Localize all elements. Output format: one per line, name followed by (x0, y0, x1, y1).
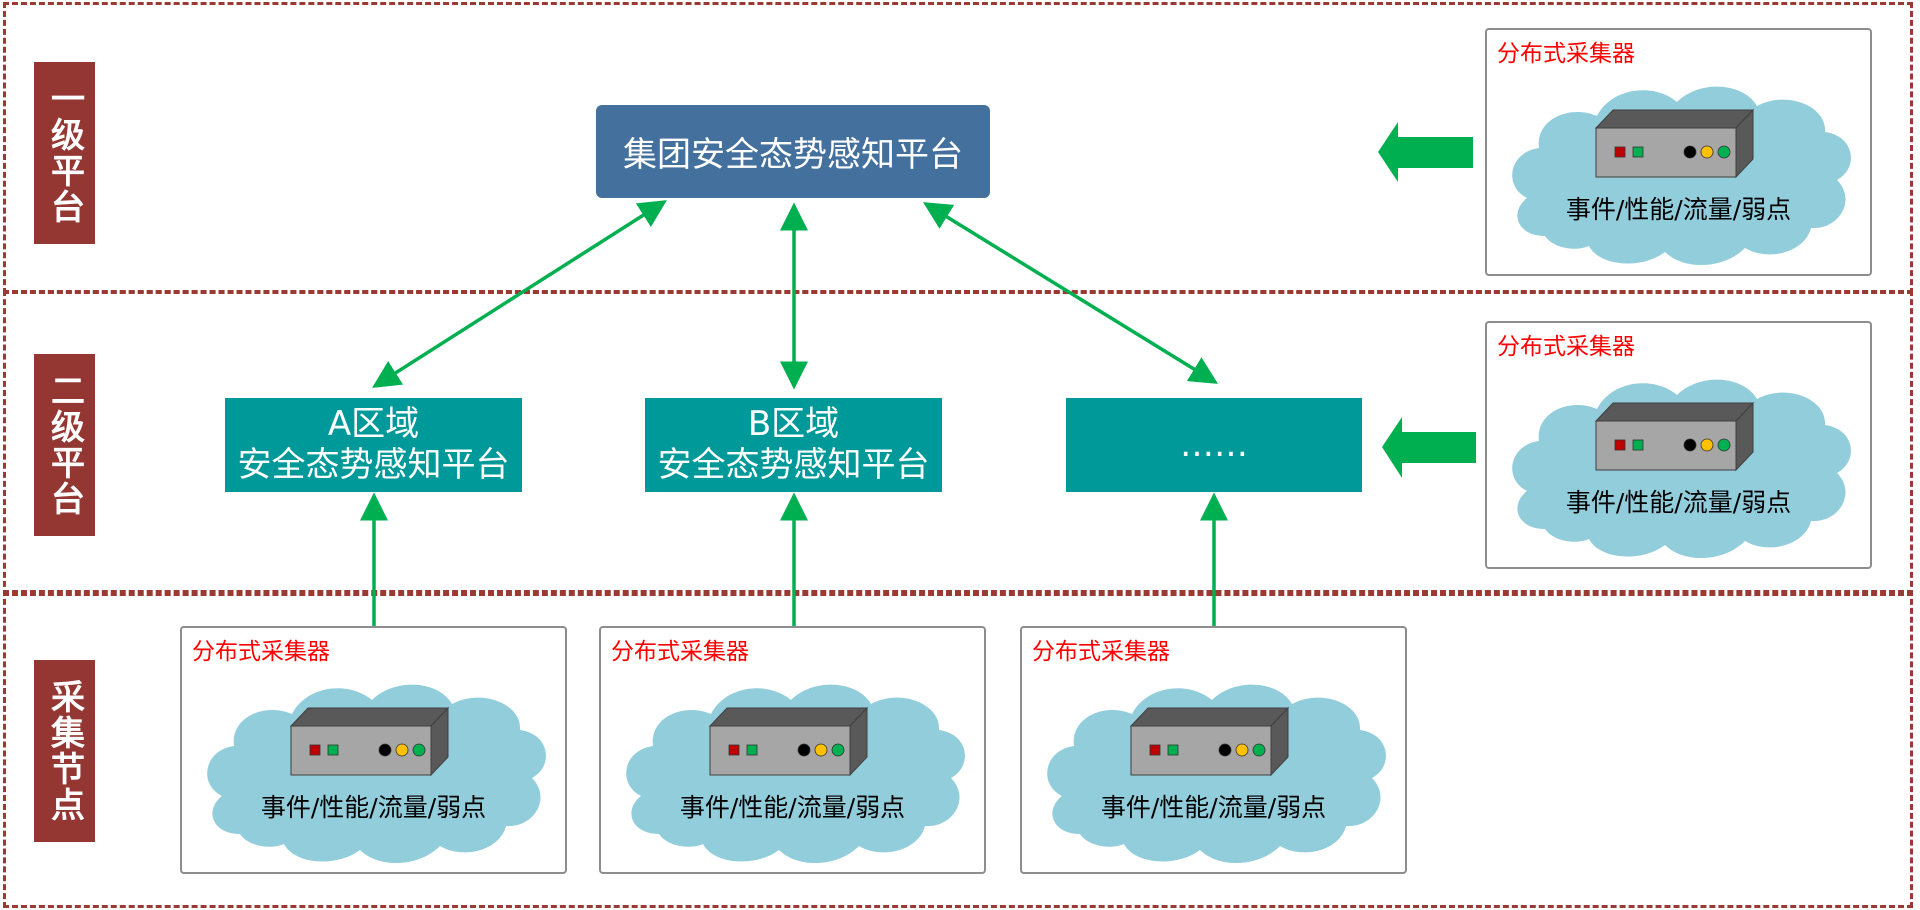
device-top (1594, 402, 1755, 422)
collector-graphic (207, 684, 546, 864)
device-top (289, 707, 450, 727)
led-green-dot (412, 743, 426, 757)
led-black-dot (1683, 145, 1697, 159)
arrow-top-to-region-a (372, 200, 667, 388)
region-more-line1: …… (1180, 424, 1248, 465)
led-yellow-dot (1700, 145, 1714, 159)
tier-label-text: 一级平台 (44, 81, 85, 225)
led-green-dot (1717, 438, 1731, 452)
led-black-dot (1218, 743, 1232, 757)
led-red-square (1614, 439, 1626, 451)
tier-label-collection: 采集节点 (34, 660, 95, 842)
collector-node-more: 分布式采集器事件/性能/流量/弱点 (1020, 626, 1407, 874)
collector-level2: 分布式采集器事件/性能/流量/弱点 (1485, 321, 1872, 569)
led-yellow-dot (814, 743, 828, 757)
led-green-square (746, 744, 758, 756)
collector-title: 分布式采集器 (1497, 334, 1635, 360)
group-security-platform: 集团安全态势感知平台 (596, 105, 990, 198)
led-green-dot (831, 743, 845, 757)
block-arrow-level1 (1378, 122, 1473, 182)
collector-caption: 事件/性能/流量/弱点 (1565, 195, 1792, 224)
region-a-line2: 安全态势感知平台 (237, 445, 510, 485)
led-green-square (1632, 146, 1644, 158)
led-yellow-dot (1235, 743, 1249, 757)
led-red-square (309, 744, 321, 756)
led-green-square (1167, 744, 1179, 756)
tier-label-level1: 一级平台 (34, 62, 95, 244)
tier-label-text: 二级平台 (44, 373, 85, 517)
led-red-square (1149, 744, 1161, 756)
collector-title: 分布式采集器 (1497, 41, 1635, 67)
collector-title: 分布式采集器 (1032, 639, 1170, 665)
collector-graphic (626, 684, 965, 864)
collector-caption: 事件/性能/流量/弱点 (679, 793, 906, 822)
collector-title: 分布式采集器 (611, 639, 749, 665)
led-green-dot (1717, 145, 1731, 159)
collector-title: 分布式采集器 (192, 639, 330, 665)
collector-node-a: 分布式采集器事件/性能/流量/弱点 (180, 626, 567, 874)
tier-frame-collection (3, 590, 1913, 908)
led-yellow-dot (395, 743, 409, 757)
led-red-square (728, 744, 740, 756)
led-green-square (327, 744, 339, 756)
led-black-dot (797, 743, 811, 757)
block-arrow-level2 (1382, 417, 1476, 478)
collector-graphic (1512, 86, 1851, 266)
led-black-dot (1683, 438, 1697, 452)
collector-graphic (1512, 379, 1851, 559)
led-green-dot (1252, 743, 1266, 757)
region-a-platform: A区域 安全态势感知平台 (225, 398, 522, 492)
led-black-dot (378, 743, 392, 757)
collector-caption: 事件/性能/流量/弱点 (260, 793, 487, 822)
device-top (1594, 109, 1755, 129)
device-top (708, 707, 869, 727)
collector-node-b: 分布式采集器事件/性能/流量/弱点 (599, 626, 986, 874)
collector-graphic (1047, 684, 1386, 864)
collector-level1: 分布式采集器事件/性能/流量/弱点 (1485, 28, 1872, 276)
region-b-platform: B区域 安全态势感知平台 (645, 398, 942, 492)
group-security-platform-label: 集团安全态势感知平台 (623, 135, 963, 175)
led-yellow-dot (1700, 438, 1714, 452)
region-b-line1: B区域 (747, 404, 840, 445)
arrow-top-to-region-more (923, 202, 1218, 384)
led-red-square (1614, 146, 1626, 158)
collector-caption: 事件/性能/流量/弱点 (1100, 793, 1327, 822)
device-top (1129, 707, 1290, 727)
tier-label-level2: 二级平台 (34, 354, 95, 536)
region-b-line2: 安全态势感知平台 (657, 445, 930, 485)
tier-label-text: 采集节点 (44, 679, 85, 823)
collector-caption: 事件/性能/流量/弱点 (1565, 488, 1792, 517)
region-a-line1: A区域 (327, 404, 420, 445)
led-green-square (1632, 439, 1644, 451)
region-more-platform: …… (1066, 398, 1362, 492)
